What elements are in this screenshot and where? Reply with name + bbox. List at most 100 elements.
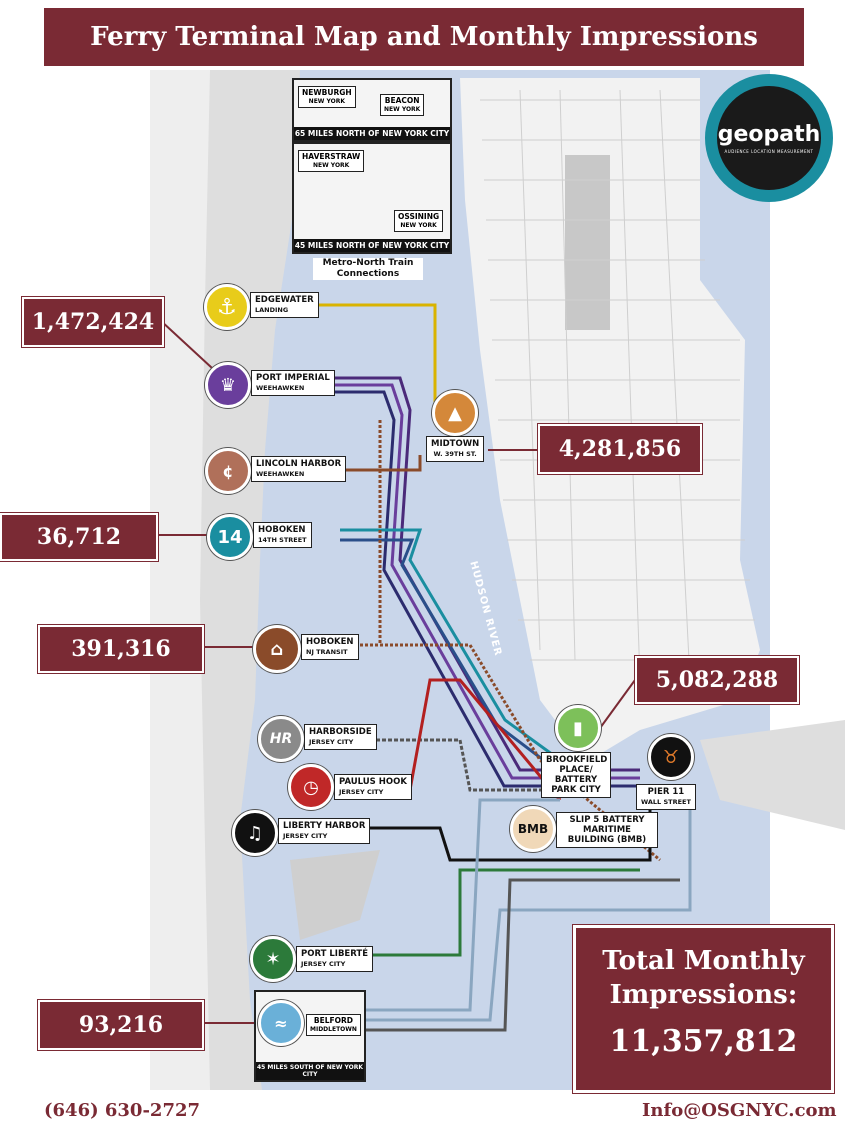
- route-port-imperial-3: [330, 390, 640, 788]
- beacon-sub: NEW YORK: [384, 106, 421, 113]
- metro-north-label: Metro-North Train Connections: [313, 258, 423, 280]
- terminal-pier-11: PIER 11 WALL STREET: [636, 784, 696, 810]
- newburgh-name: NEWBURGH: [302, 88, 352, 97]
- port-imperial-name: PORT IMPERIAL: [256, 373, 330, 383]
- empire-state-icon: ▲: [432, 390, 478, 436]
- terminal-slip-5: SLIP 5 BATTERY MARITIME BUILDING (BMB): [556, 812, 658, 848]
- beacon-name: BEACON: [384, 96, 420, 105]
- dolphin-icon: ≈: [258, 1000, 304, 1046]
- newburgh-tag: NEWBURGH NEW YORK: [298, 86, 356, 108]
- paulus-hook-sub: JERSEY CITY: [339, 788, 384, 796]
- bmb-icon: BMB: [510, 806, 556, 852]
- hr-icon: HR: [258, 716, 304, 762]
- haverstraw-name: HAVERSTRAW: [302, 152, 361, 161]
- 14-icon: 14: [207, 514, 253, 560]
- impressions-hoboken-nj-transit: 391,316: [38, 625, 204, 673]
- newburgh-distance: 65 MILES NORTH OF NEW YORK CITY: [294, 127, 450, 140]
- page-title: Ferry Terminal Map and Monthly Impressio…: [44, 8, 804, 66]
- penny-icon: ¢: [205, 448, 251, 494]
- 14-icon-text: 14: [217, 526, 243, 548]
- harborside-name: HARBORSIDE: [309, 727, 372, 737]
- bell-icon: ♫: [232, 810, 278, 856]
- impressions-hoboken-14: 36,712: [0, 513, 158, 561]
- hoboken-14-sub: 14TH STREET: [258, 536, 307, 544]
- lincoln-harbor-name: LINCOLN HARBOR: [256, 459, 342, 469]
- impressions-belford: 93,216: [38, 1000, 204, 1050]
- belford-tag: BELFORD MIDDLETOWN: [306, 1014, 361, 1036]
- midtown-name: MIDTOWN: [431, 439, 480, 449]
- port-liberte-sub: JERSEY CITY: [301, 960, 346, 968]
- total-label: Total Monthly Impressions:: [602, 946, 805, 1010]
- terminal-hoboken-nj-transit: HOBOKEN NJ TRANSIT: [301, 634, 359, 660]
- brookfield-name: BROOKFIELD PLACE/ BATTERY PARK CITY: [546, 755, 608, 795]
- route-port-liberte: [360, 868, 640, 957]
- edgewater-name: EDGEWATER: [255, 295, 314, 305]
- route-port-imperial-1: [330, 376, 640, 772]
- beacon-tag: BEACON NEW YORK: [380, 94, 425, 116]
- brooklyn: [700, 720, 845, 830]
- footer-email[interactable]: Info@OSGNYC.com: [642, 1100, 837, 1121]
- route-hoboken-14b: [340, 538, 551, 767]
- terminal-hoboken-14: HOBOKEN 14TH STREET: [253, 522, 312, 548]
- pier-11-sub: WALL STREET: [641, 798, 691, 806]
- newburgh-sub: NEW YORK: [308, 98, 345, 105]
- paulus-hook-name: PAULUS HOOK: [339, 777, 407, 787]
- hoboken-nj-name: HOBOKEN: [306, 637, 354, 647]
- route-edgewater: [270, 303, 437, 405]
- liberty-icon: ✶: [250, 936, 296, 982]
- terminal-harborside: HARBORSIDE JERSEY CITY: [304, 724, 377, 750]
- terminal-edgewater: EDGEWATER LANDING: [250, 292, 319, 318]
- port-imperial-sub: WEEHAWKEN: [256, 384, 305, 392]
- route-port-imperial-2: [330, 383, 640, 780]
- belford-name: BELFORD: [313, 1016, 354, 1025]
- pier-11-name: PIER 11: [647, 787, 685, 797]
- route-belford-3: [330, 878, 680, 1032]
- route-belford-2: [330, 800, 692, 1022]
- footer-phone: (646) 630-2727: [44, 1100, 201, 1121]
- impressions-port-imperial: 1,472,424: [22, 297, 164, 347]
- bmb-icon-text: BMB: [517, 822, 549, 836]
- central-park: [565, 155, 610, 330]
- edgewater-sub: LANDING: [255, 306, 289, 314]
- haverstraw-tag: HAVERSTRAW NEW YORK: [298, 150, 365, 172]
- inset-newburgh: NEWBURGH NEW YORK BEACON NEW YORK 65 MIL…: [292, 78, 452, 142]
- anchor-icon: ⚓: [204, 284, 250, 330]
- route-nj-transit: [360, 643, 661, 862]
- total-value: 11,357,812: [609, 1024, 798, 1059]
- liberty-harbor-name: LIBERTY HARBOR: [283, 821, 366, 831]
- harborside-sub: JERSEY CITY: [309, 738, 354, 746]
- route-belford-1: [330, 798, 560, 1012]
- lincoln-harbor-sub: WEEHAWKEN: [256, 470, 305, 478]
- midtown-sub: W. 39TH ST.: [433, 450, 477, 458]
- liberty-state-park: [290, 850, 380, 940]
- hoboken-nj-sub: NJ TRANSIT: [306, 648, 348, 656]
- liberty-harbor-sub: JERSEY CITY: [283, 832, 328, 840]
- terminal-midtown: MIDTOWN W. 39TH ST.: [426, 436, 485, 462]
- ossining-name: OSSINING: [398, 212, 440, 221]
- terminal-paulus-hook: PAULUS HOOK JERSEY CITY: [334, 774, 412, 800]
- terminal-brookfield: BROOKFIELD PLACE/ BATTERY PARK CITY: [541, 752, 611, 798]
- terminal-port-imperial: PORT IMPERIAL WEEHAWKEN: [251, 370, 335, 396]
- inset-haverstraw: HAVERSTRAW NEW YORK OSSINING NEW YORK 45…: [292, 142, 452, 254]
- crown-icon: ♛: [205, 362, 251, 408]
- ossining-tag: OSSINING NEW YORK: [394, 210, 444, 232]
- brand-tagline: AUDIENCE LOCATION MEASUREMENT: [724, 149, 814, 154]
- route-lincoln-harbor: [340, 455, 422, 472]
- terminal-port-liberte: PORT LIBERTÉ JERSEY CITY: [296, 946, 374, 972]
- connector-brookfield: [594, 679, 636, 736]
- terminal-liberty-harbor: LIBERTY HARBOR JERSEY CITY: [278, 818, 371, 844]
- belford-sub: MIDDLETOWN: [310, 1026, 357, 1033]
- ossining-sub: NEW YORK: [400, 222, 437, 229]
- clock-icon: ◷: [288, 764, 334, 810]
- impressions-brookfield: 5,082,288: [635, 656, 799, 704]
- slip-5-name: SLIP 5 BATTERY MARITIME BUILDING (BMB): [567, 815, 647, 845]
- route-harborside: [370, 738, 560, 792]
- port-liberte-name: PORT LIBERTÉ: [301, 949, 369, 959]
- terminal-lincoln-harbor: LINCOLN HARBOR WEEHAWKEN: [251, 456, 347, 482]
- bull-icon: ♉: [648, 734, 694, 780]
- total-impressions-box: Total Monthly Impressions: 11,357,812: [573, 925, 834, 1093]
- hr-icon-text: HR: [269, 731, 293, 747]
- hoboken-14-name: HOBOKEN: [258, 525, 306, 535]
- clocktower-icon: ⌂: [253, 625, 301, 673]
